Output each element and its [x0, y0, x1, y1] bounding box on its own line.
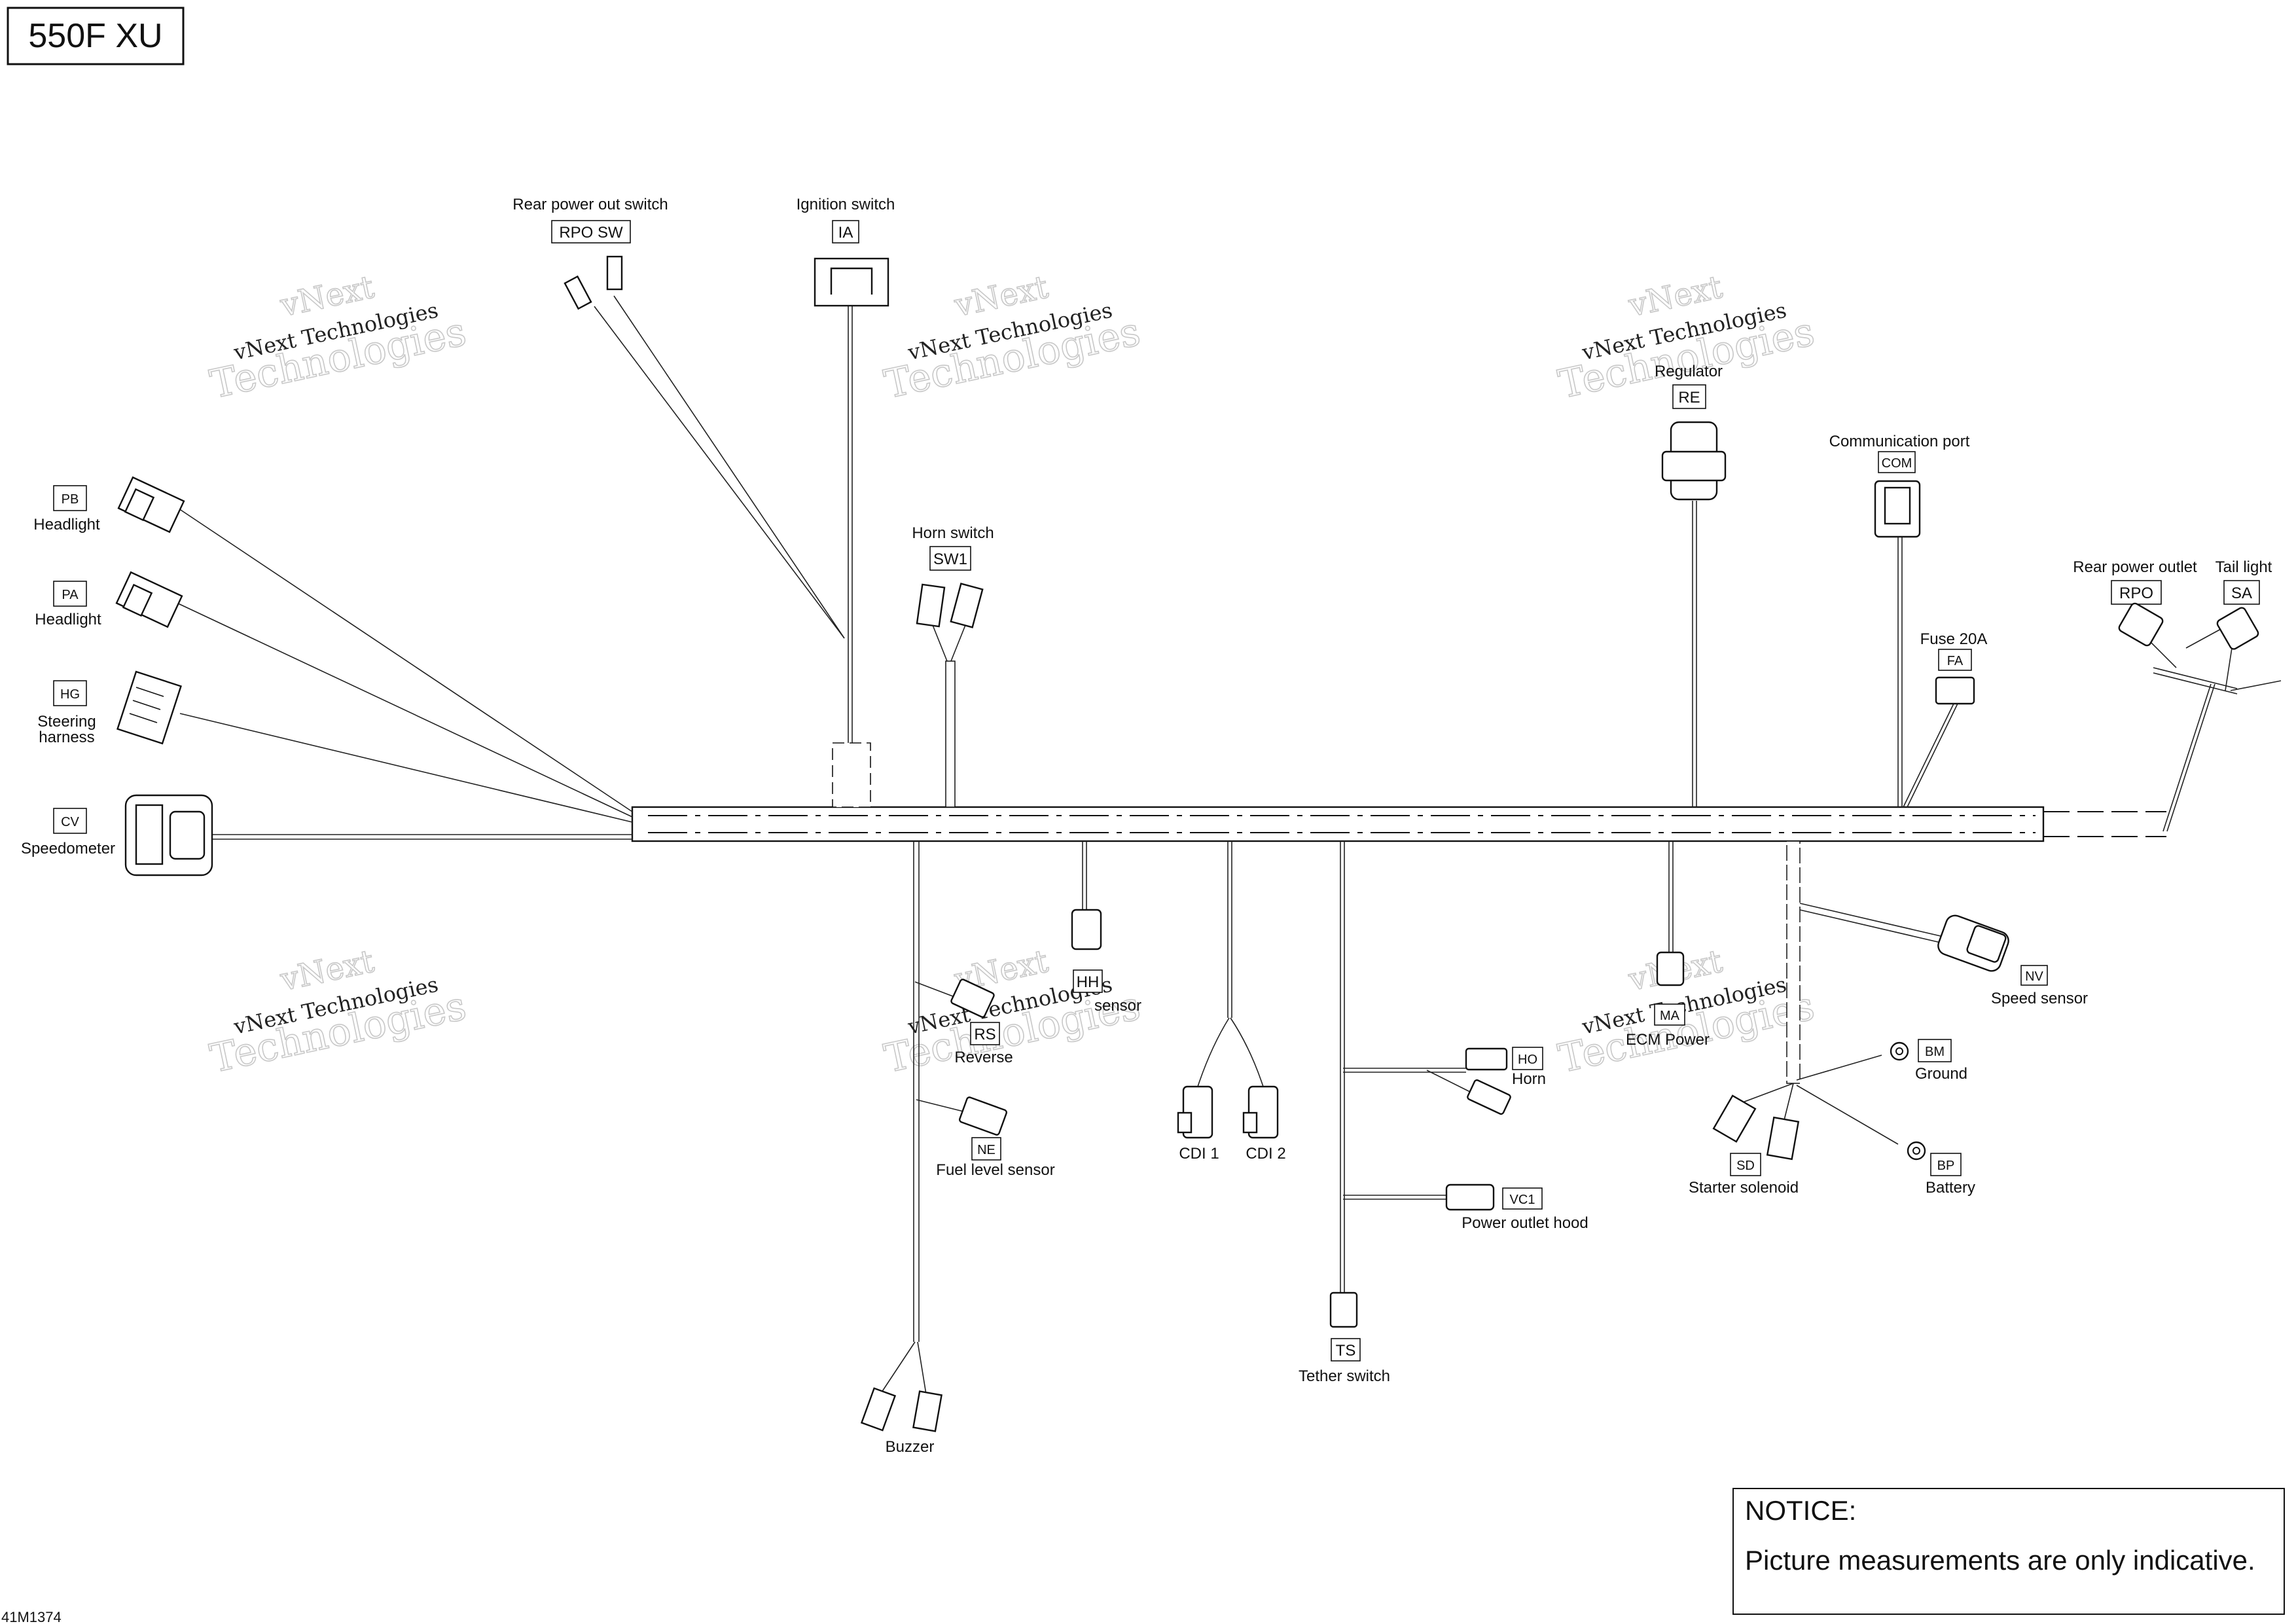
tail-light-code: SA [2231, 585, 2252, 602]
ecm-power: MA ECM Power [1626, 951, 1710, 1049]
battery-code: BP [1937, 1159, 1955, 1173]
battery-terminal: BP Battery [1907, 1141, 1975, 1197]
ground-code: BM [1925, 1045, 1945, 1059]
regulator-code: RE [1678, 389, 1700, 406]
starter-solenoid-label: Starter solenoid [1689, 1179, 1799, 1197]
watermark-group: vNext vNext Technologies Technologies vN… [206, 268, 1819, 1083]
cdi-2: CDI 2 [1242, 1085, 1286, 1163]
speedometer-label: Speedometer [21, 840, 115, 857]
steering-harness-code: HG [60, 687, 80, 702]
watermark: vNext vNext Technologies Technologies [206, 268, 471, 408]
fuse-20a: Fuse 20A FA [1920, 630, 1988, 705]
rear-power-outlet-label: Rear power outlet [2073, 558, 2197, 576]
horn: HO Horn [1465, 1047, 1546, 1115]
headlight-pb-label: Headlight [33, 516, 100, 533]
notice-text: Picture measurements are only indicative… [1745, 1545, 2255, 1576]
main-harness-trunk [631, 806, 2166, 842]
tether-switch-label: Tether switch [1299, 1367, 1390, 1385]
part-number: 41M1374 [1, 1609, 62, 1624]
hh-sensor-label: sensor [1094, 997, 1141, 1015]
regulator-label: Regulator [1655, 363, 1723, 380]
reverse-sensor-code: RS [974, 1026, 996, 1043]
communication-port-label: Communication port [1829, 433, 1970, 450]
ignition-switch-code: IA [838, 224, 853, 242]
headlight-pa: PA Headlight [35, 571, 183, 628]
watermark: vNext vNext Technologies Technologies [206, 943, 471, 1083]
horn-label: Horn [1512, 1070, 1546, 1088]
rear-power-outlet-code: RPO [2119, 585, 2153, 602]
horn-switch-label: Horn switch [912, 524, 994, 542]
speedometer-code: CV [61, 815, 79, 829]
headlight-pa-code: PA [62, 588, 79, 602]
regulator: Regulator RE [1655, 363, 1727, 501]
reverse-sensor-label: Reverse [954, 1049, 1013, 1066]
power-outlet-hood-label: Power outlet hood [1462, 1214, 1588, 1232]
ground-label: Ground [1915, 1065, 1967, 1083]
model-title-box: 550F XU [7, 7, 185, 65]
tether-switch: TS Tether switch [1299, 1291, 1390, 1385]
headlight-pb: PB Headlight [33, 476, 185, 533]
power-outlet-hood-code: VC1 [1510, 1193, 1535, 1207]
notice-box: NOTICE: Picture measurements are only in… [1732, 1488, 2285, 1615]
speed-sensor-code: NV [2025, 969, 2043, 984]
rear-power-outlet: Rear power outlet RPO [2073, 558, 2197, 647]
steering-harness: HG Steering harness [37, 670, 182, 746]
buzzer: Buzzer [860, 1387, 942, 1456]
watermark: vNext vNext Technologies Technologies [880, 268, 1145, 408]
ecm-power-code: MA [1660, 1009, 1680, 1023]
ecm-power-label: ECM Power [1626, 1031, 1710, 1049]
ignition-switch-label: Ignition switch [797, 196, 895, 213]
cdi-2-label: CDI 2 [1246, 1145, 1285, 1163]
tether-switch-code: TS [1336, 1342, 1356, 1360]
wires [175, 295, 2282, 1395]
steering-harness-label-1: Steering [37, 713, 96, 731]
steering-harness-label-2: harness [39, 729, 94, 746]
notice-heading: NOTICE: [1745, 1495, 1856, 1526]
horn-switch: Horn switch SW1 [912, 524, 994, 628]
reverse-sensor: RS Reverse [950, 979, 1013, 1066]
horn-switch-code: SW1 [933, 550, 967, 568]
horn-code: HO [1518, 1053, 1537, 1067]
starter-solenoid-code: SD [1736, 1159, 1755, 1173]
tail-light: Tail light SA [2215, 558, 2272, 650]
communication-port-code: COM [1882, 456, 1912, 471]
fuel-level-sensor-code: NE [977, 1143, 996, 1157]
hh-sensor-code: HH [1077, 973, 1100, 991]
ground-terminal: BM Ground [1890, 1039, 1967, 1083]
headlight-pa-label: Headlight [35, 611, 101, 628]
communication-port: Communication port COM [1829, 433, 1970, 538]
headlight-pb-code: PB [62, 492, 79, 507]
rear-power-out-switch-label: Rear power out switch [512, 196, 668, 213]
power-outlet-hood: VC1 Power outlet hood [1445, 1183, 1588, 1232]
cdi-1-label: CDI 1 [1179, 1145, 1219, 1163]
starter-solenoid: SD Starter solenoid [1689, 1094, 1800, 1197]
tail-light-label: Tail light [2215, 558, 2272, 576]
buzzer-label: Buzzer [886, 1438, 935, 1456]
speedometer: CV Speedometer [21, 794, 213, 876]
fuel-level-sensor: NE Fuel level sensor [936, 1096, 1055, 1179]
speed-sensor: NV Speed sensor [1937, 914, 2088, 1007]
fuse-20a-code: FA [1947, 654, 1964, 668]
fuse-20a-label: Fuse 20A [1920, 630, 1988, 648]
battery-label: Battery [1926, 1179, 1975, 1197]
rear-power-out-switch-code: RPO SW [559, 224, 623, 242]
watermark: vNext vNext Technologies Technologies [1554, 268, 1819, 408]
model-title: 550F XU [28, 17, 162, 55]
fuel-level-sensor-label: Fuel level sensor [936, 1161, 1054, 1179]
hh-sensor: HH sensor [1071, 909, 1141, 1015]
ignition-switch: Ignition switch IA [797, 196, 895, 307]
speed-sensor-label: Speed sensor [1991, 990, 2088, 1007]
rear-power-out-switch: Rear power out switch RPO SW [512, 196, 668, 310]
cdi-1: CDI 1 [1177, 1085, 1219, 1163]
